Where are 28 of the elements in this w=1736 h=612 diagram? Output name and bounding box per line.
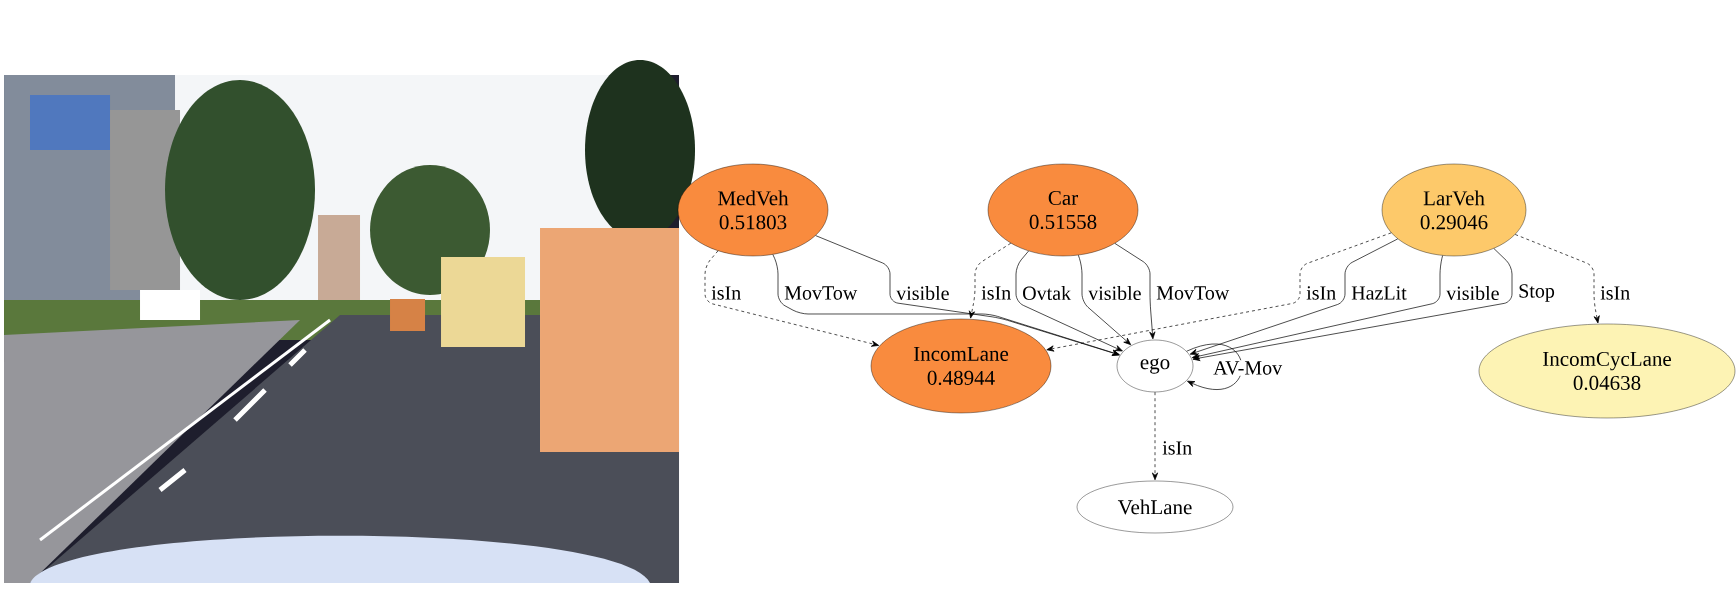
arrow [1015,250,1123,352]
edge-label: visible [1087,284,1143,302]
edge-label: isIn [1599,285,1632,301]
edge-label: Stop [1517,283,1556,303]
edge-label: isIn [1161,440,1194,456]
edge-label: MovTow [1155,285,1231,301]
edge-label: isIn [710,285,743,301]
edge-label: visible [1445,284,1501,302]
arrow [1192,248,1513,361]
dashed-arrow [1514,234,1600,324]
edge-label: MovTow [783,285,859,301]
dashed-arrow [704,250,880,347]
arrow [815,235,1120,356]
arrow [1189,238,1399,355]
edge-label: isIn [980,285,1013,301]
edge-label: isIn [1305,285,1338,301]
arrow [1078,254,1132,346]
edge-label: Ovtak [1021,284,1073,302]
arrow [1114,243,1156,340]
loop-arrow [1186,343,1243,390]
edge-label: AV-Mov [1212,360,1284,376]
dashed-arrow [1046,232,1392,352]
dashed-arrow [968,242,1012,319]
edge-label: HazLit [1350,285,1408,301]
arrow [772,254,1120,356]
arrow [1191,255,1443,360]
dashed-arrow [1151,391,1159,481]
edge-label: visible [895,284,951,302]
